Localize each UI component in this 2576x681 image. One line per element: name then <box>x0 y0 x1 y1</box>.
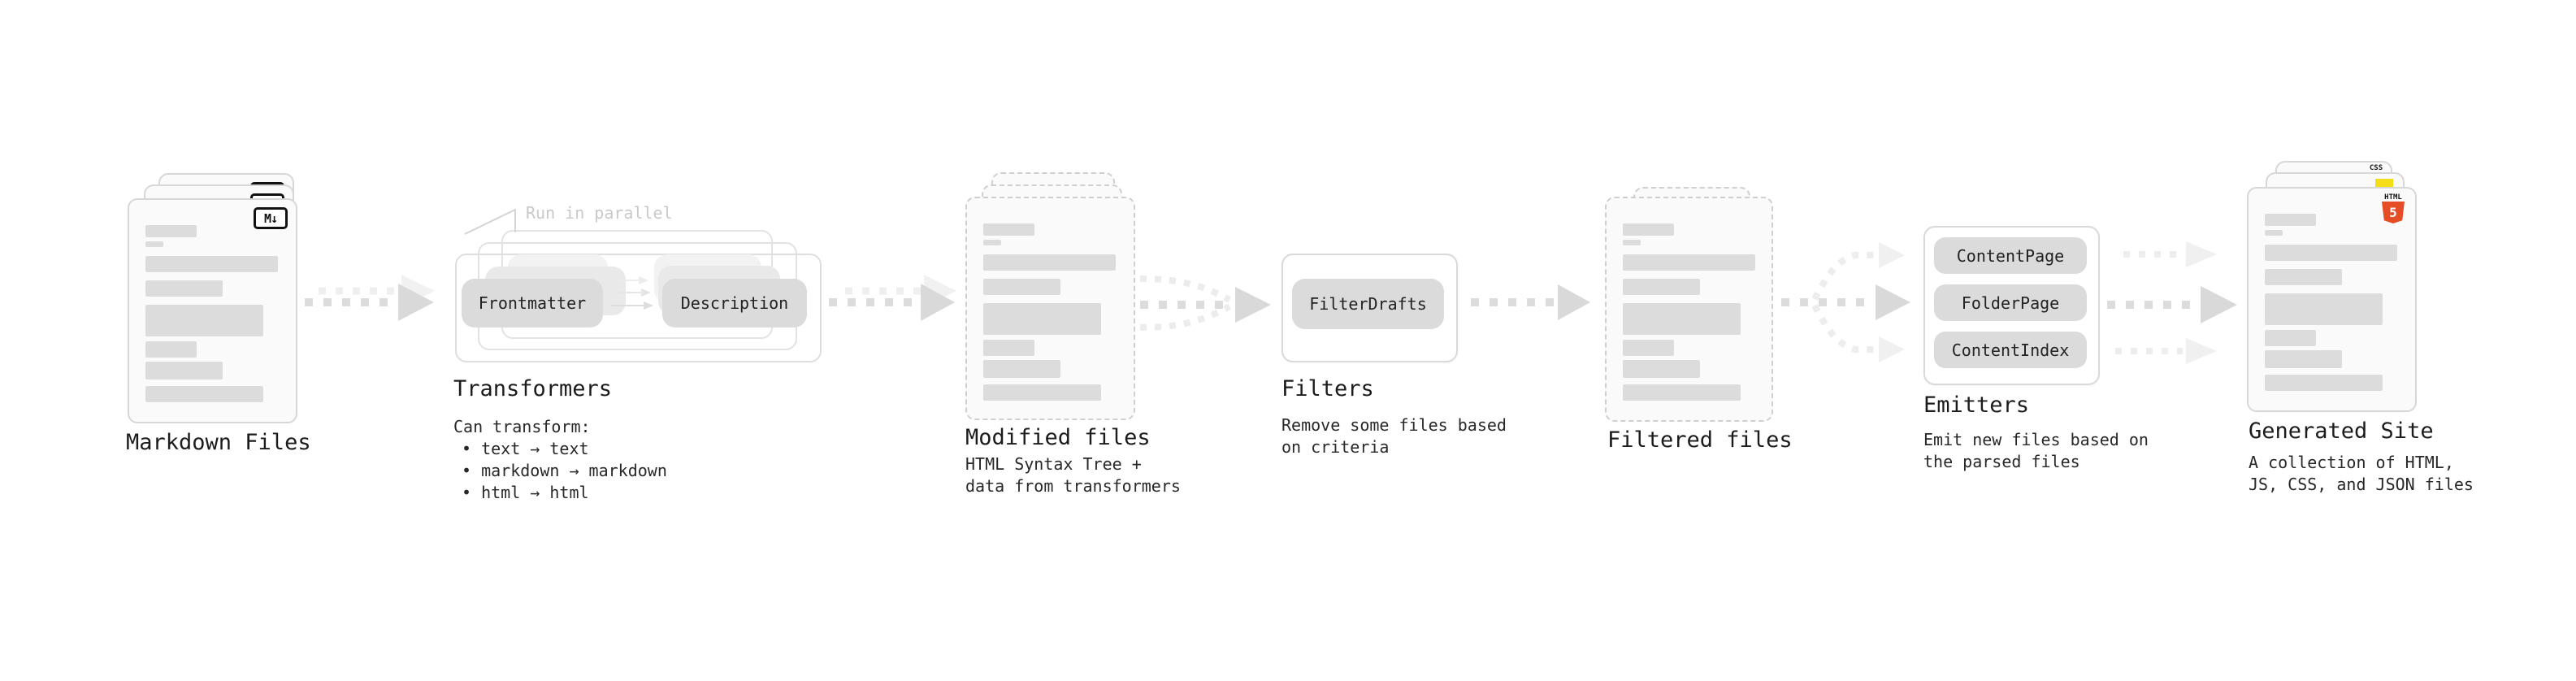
modified-desc-line: HTML Syntax Tree + <box>965 454 1142 474</box>
arrow-modified-to-filters <box>1139 275 1271 331</box>
generated-desc-line: JS, CSS, and JSON files <box>2249 475 2474 494</box>
arrows-emitters-to-generated <box>2107 241 2237 364</box>
filtered-files-label: Filtered files <box>1607 427 1793 453</box>
emitters-label: Emitters <box>1923 393 2030 418</box>
doc-text-bar <box>145 341 197 358</box>
filtered-file-card-front <box>1605 197 1773 422</box>
emitters-desc-line: Emit new files based on <box>1923 430 2149 449</box>
emitters-description: Emit new files based on the parsed files <box>1923 429 2149 473</box>
filters-description: Remove some files based on criteria <box>1281 414 1507 458</box>
doc-text-bar <box>1623 303 1741 335</box>
doc-text-bar <box>983 254 1116 271</box>
doc-text-bar <box>145 305 263 336</box>
note-leader-line <box>464 208 516 235</box>
html5-icon: HTML 5 <box>2382 193 2405 223</box>
folder-page-pill: FolderPage <box>1934 284 2087 321</box>
doc-text-bar <box>2265 269 2342 285</box>
doc-text-bar <box>2265 375 2383 391</box>
doc-text-bar <box>983 303 1101 335</box>
doc-text-bar <box>145 280 223 297</box>
doc-text-bar <box>2265 350 2342 368</box>
doc-text-bar <box>145 225 197 237</box>
modified-desc-line: data from transformers <box>965 476 1181 496</box>
description-pill: Description <box>662 279 807 327</box>
markdown-icon: M↓ <box>254 207 288 229</box>
parallel-transform-arrows <box>611 276 653 310</box>
doc-text-bar <box>1623 254 1755 271</box>
generated-file-card-html: HTML 5 <box>2247 187 2417 412</box>
content-page-pill: ContentPage <box>1934 237 2087 274</box>
filters-desc-line: Remove some files based <box>1281 415 1507 435</box>
arrow-filtered-to-emitters <box>1781 242 1910 362</box>
modified-files-description: HTML Syntax Tree + data from transformer… <box>965 453 1181 497</box>
doc-text-bar <box>1623 340 1674 356</box>
transformers-desc-title: Can transform: <box>453 417 591 436</box>
doc-text-bar <box>2265 214 2316 226</box>
doc-text-bar <box>983 360 1060 378</box>
transformers-description: Can transform: • text → text • markdown … <box>453 416 667 504</box>
run-in-parallel-note: Run in parallel <box>526 203 673 223</box>
generated-desc-line: A collection of HTML, <box>2249 453 2454 472</box>
html5-icon-label: HTML <box>2384 193 2402 202</box>
js-file-icon <box>2375 179 2393 189</box>
html5-icon-shield: 5 <box>2382 202 2405 223</box>
doc-text-bar <box>1623 223 1674 236</box>
doc-text-bar <box>2265 293 2383 325</box>
filter-drafts-pill: FilterDrafts <box>1292 279 1444 329</box>
transformers-label: Transformers <box>453 376 613 401</box>
doc-text-bar <box>1623 240 1641 245</box>
doc-text-bar <box>145 386 263 402</box>
doc-text-bar <box>145 362 223 380</box>
transform-bullet: • html → html <box>462 483 589 502</box>
filters-desc-line: on criteria <box>1281 437 1390 457</box>
doc-text-bar <box>145 241 163 247</box>
transformer-box-front <box>455 254 822 362</box>
doc-text-bar <box>983 384 1101 401</box>
arrow-filters-to-filtered <box>1471 284 1590 320</box>
modified-file-card-front <box>965 197 1135 420</box>
doc-text-bar <box>2265 245 2397 261</box>
frontmatter-pill: Frontmatter <box>462 279 603 327</box>
modified-files-label: Modified files <box>965 425 1151 450</box>
filters-label: Filters <box>1281 376 1374 401</box>
generated-site-description: A collection of HTML, JS, CSS, and JSON … <box>2249 452 2474 496</box>
doc-text-bar <box>983 223 1034 236</box>
css-icon-label: CSS <box>2369 164 2383 172</box>
doc-text-bar <box>1623 279 1700 295</box>
content-index-pill: ContentIndex <box>1934 332 2087 368</box>
emitters-desc-line: the parsed files <box>1923 452 2080 471</box>
generated-site-label: Generated Site <box>2249 419 2434 444</box>
doc-text-bar <box>1623 384 1741 401</box>
arrow-transformers-to-modified <box>829 275 956 321</box>
markdown-file-card-front: M↓ <box>128 198 297 423</box>
doc-text-bar <box>1623 360 1700 378</box>
arrow-markdown-to-transformers <box>305 275 435 321</box>
doc-text-bar <box>983 240 1001 245</box>
html5-icon-number: 5 <box>2389 205 2397 220</box>
doc-text-bar <box>2265 330 2316 346</box>
doc-text-bar <box>2265 230 2283 236</box>
transform-bullet: • text → text <box>462 439 589 458</box>
doc-text-bar <box>983 279 1060 295</box>
doc-text-bar <box>145 256 278 272</box>
markdown-files-label: Markdown Files <box>126 430 311 455</box>
transform-bullet: • markdown → markdown <box>462 461 667 480</box>
doc-text-bar <box>983 340 1034 356</box>
